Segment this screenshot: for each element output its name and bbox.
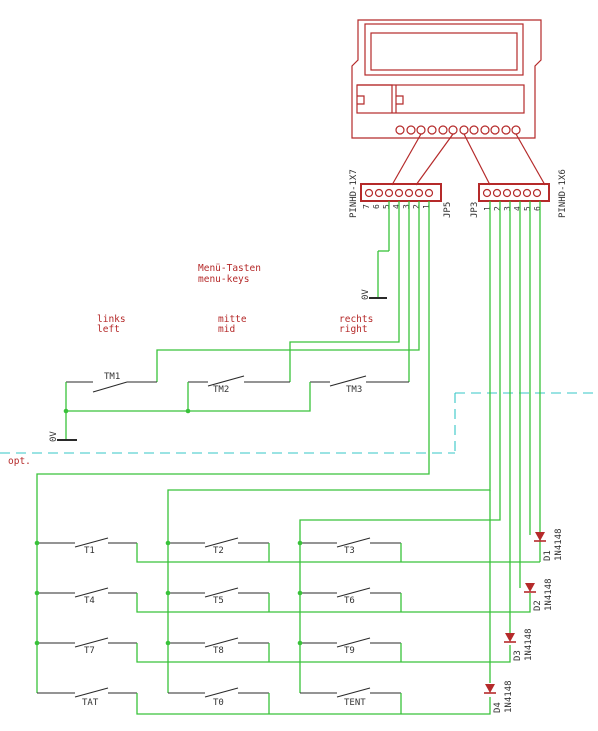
left-label-de: links bbox=[97, 314, 126, 325]
jp5-wires: 0V bbox=[36, 201, 430, 693]
jp3-part-label: PINHD-1X6 bbox=[558, 169, 568, 218]
jp3-pin-3: 3 bbox=[503, 206, 512, 211]
key-t9-label: T9 bbox=[344, 646, 355, 656]
jp5-pin-4: 4 bbox=[392, 204, 401, 209]
jp5-ref-label: JP5 bbox=[443, 202, 453, 218]
menu-title-de: Menü-Tasten bbox=[198, 263, 261, 274]
keypad-matrix: T1 T2 T3 T4 T5 T6 T7 T8 T9 bbox=[34, 537, 540, 715]
menu-switches: TM1 TM2 TM3 0V bbox=[49, 372, 409, 442]
right-label-en: right bbox=[339, 324, 368, 335]
d3-part: 1N4148 bbox=[524, 628, 534, 661]
switch-tm3-label: TM3 bbox=[346, 385, 362, 395]
d2-part: 1N4148 bbox=[544, 578, 554, 611]
mid-label-de: mitte bbox=[218, 314, 247, 325]
key-t5-label: T5 bbox=[213, 596, 224, 606]
key-tent-label: TENT bbox=[344, 698, 366, 708]
jp3-pin-5: 5 bbox=[523, 206, 532, 211]
d1-ref: D1 bbox=[543, 550, 553, 561]
header-jp5: 7 6 5 4 3 2 1 PINHD-1X7 JP5 bbox=[349, 169, 453, 218]
key-t1-label: T1 bbox=[84, 546, 95, 556]
d1-part: 1N4148 bbox=[554, 528, 564, 561]
jp5-pin-1: 1 bbox=[422, 204, 431, 209]
diodes: D1 1N4148 D2 1N4148 D3 1N4148 D4 1N4148 bbox=[484, 490, 564, 713]
left-label-en: left bbox=[97, 324, 120, 335]
jp3-pin-1: 1 bbox=[483, 206, 492, 211]
menu-title-en: menu-keys bbox=[198, 274, 249, 285]
d4-part: 1N4148 bbox=[504, 680, 514, 713]
jp5-pin-6: 6 bbox=[372, 204, 381, 209]
jp5-pin-3: 3 bbox=[402, 204, 411, 209]
switch-tm1-label: TM1 bbox=[104, 372, 120, 382]
key-t4-label: T4 bbox=[84, 596, 95, 606]
optional-region-boundary bbox=[0, 392, 598, 454]
jp5-pin-5: 5 bbox=[382, 204, 391, 209]
key-tat-label: TAT bbox=[82, 698, 99, 708]
jp3-pin-4: 4 bbox=[513, 206, 522, 211]
d4-ref: D4 bbox=[493, 702, 503, 713]
jp3-pin-2: 2 bbox=[493, 206, 502, 211]
key-t6-label: T6 bbox=[344, 596, 355, 606]
opt-label: opt. bbox=[8, 456, 31, 467]
key-t7-label: T7 bbox=[84, 646, 95, 656]
jp5-pin-2: 2 bbox=[412, 204, 421, 209]
d3-ref: D3 bbox=[513, 650, 523, 661]
jp5-pin-7: 7 bbox=[362, 204, 371, 209]
jp3-pin-6: 6 bbox=[533, 206, 542, 211]
jp3-ref-label: JP3 bbox=[470, 202, 480, 218]
key-t3-label: T3 bbox=[344, 546, 355, 556]
jp5-part-label: PINHD-1X7 bbox=[349, 169, 359, 218]
ground-top-label: 0V bbox=[361, 289, 371, 300]
key-t0-label: T0 bbox=[213, 698, 224, 708]
lcd-pin-row bbox=[395, 125, 521, 135]
header-jp3: 1 2 3 4 5 6 JP3 PINHD-1X6 bbox=[470, 169, 568, 218]
key-t8-label: T8 bbox=[213, 646, 224, 656]
mid-label-en: mid bbox=[218, 324, 235, 335]
ground-left-label: 0V bbox=[49, 431, 59, 442]
key-t2-label: T2 bbox=[213, 546, 224, 556]
d2-ref: D2 bbox=[533, 600, 543, 611]
switch-tm2-label: TM2 bbox=[213, 385, 229, 395]
right-label-de: rechts bbox=[339, 314, 373, 325]
lcd-module bbox=[351, 19, 546, 186]
